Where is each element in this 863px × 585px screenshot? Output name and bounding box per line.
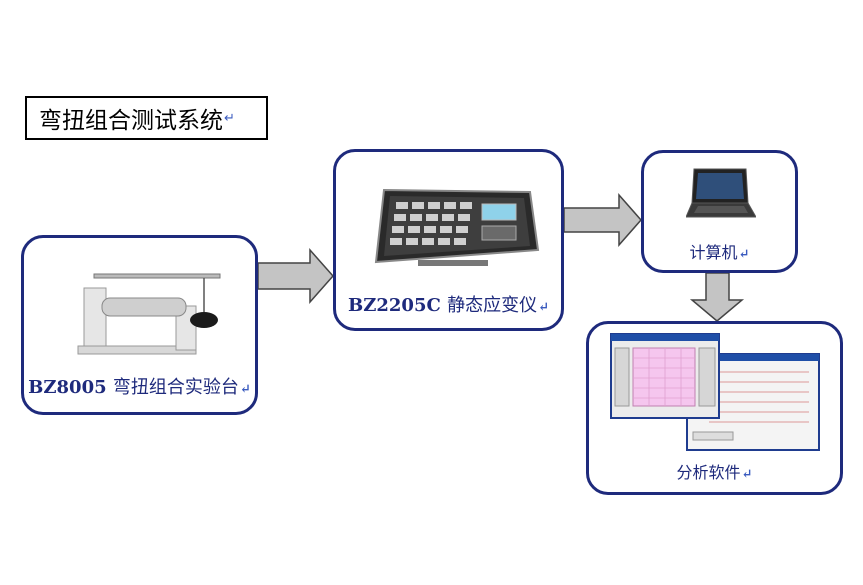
- bench-label: BZ8005 弯扭组合实验台↵: [24, 373, 255, 399]
- arrow-bench-to-strain: [257, 248, 335, 304]
- computer-name: 计算机: [689, 243, 738, 262]
- software-label: 分析软件↵: [589, 459, 840, 483]
- return-mark: ↵: [738, 247, 750, 262]
- node-software: 分析软件↵: [586, 321, 843, 495]
- return-mark: ↵: [224, 110, 235, 126]
- return-mark: ↵: [538, 300, 549, 315]
- bench-illustration: [77, 273, 221, 355]
- software-screenshots-illustration: [610, 333, 820, 451]
- strain-meter-label: BZ2205C 静态应变仪↵: [336, 291, 561, 317]
- software-name: 分析软件: [676, 463, 741, 482]
- strain-meter-model: BZ2205C: [348, 295, 441, 316]
- laptop-icon: [686, 168, 756, 218]
- diagram-title: 弯扭组合测试系统↵: [25, 96, 268, 140]
- node-strain-meter: BZ2205C 静态应变仪↵: [333, 149, 564, 331]
- bench-name: 弯扭组合实验台: [112, 377, 239, 398]
- bench-model: BZ8005: [28, 377, 107, 398]
- computer-label: 计算机↵: [644, 239, 795, 263]
- arrow-computer-to-software: [689, 272, 745, 322]
- diagram-title-text: 弯扭组合测试系统: [39, 108, 223, 134]
- node-computer: 计算机↵: [641, 150, 798, 273]
- strain-meter-name: 静态应变仪: [447, 295, 538, 316]
- node-bench: BZ8005 弯扭组合实验台↵: [21, 235, 258, 415]
- return-mark: ↵: [741, 467, 753, 482]
- arrow-strain-to-computer: [563, 193, 642, 247]
- return-mark: ↵: [239, 382, 251, 397]
- strain-meter-illustration: [374, 188, 540, 266]
